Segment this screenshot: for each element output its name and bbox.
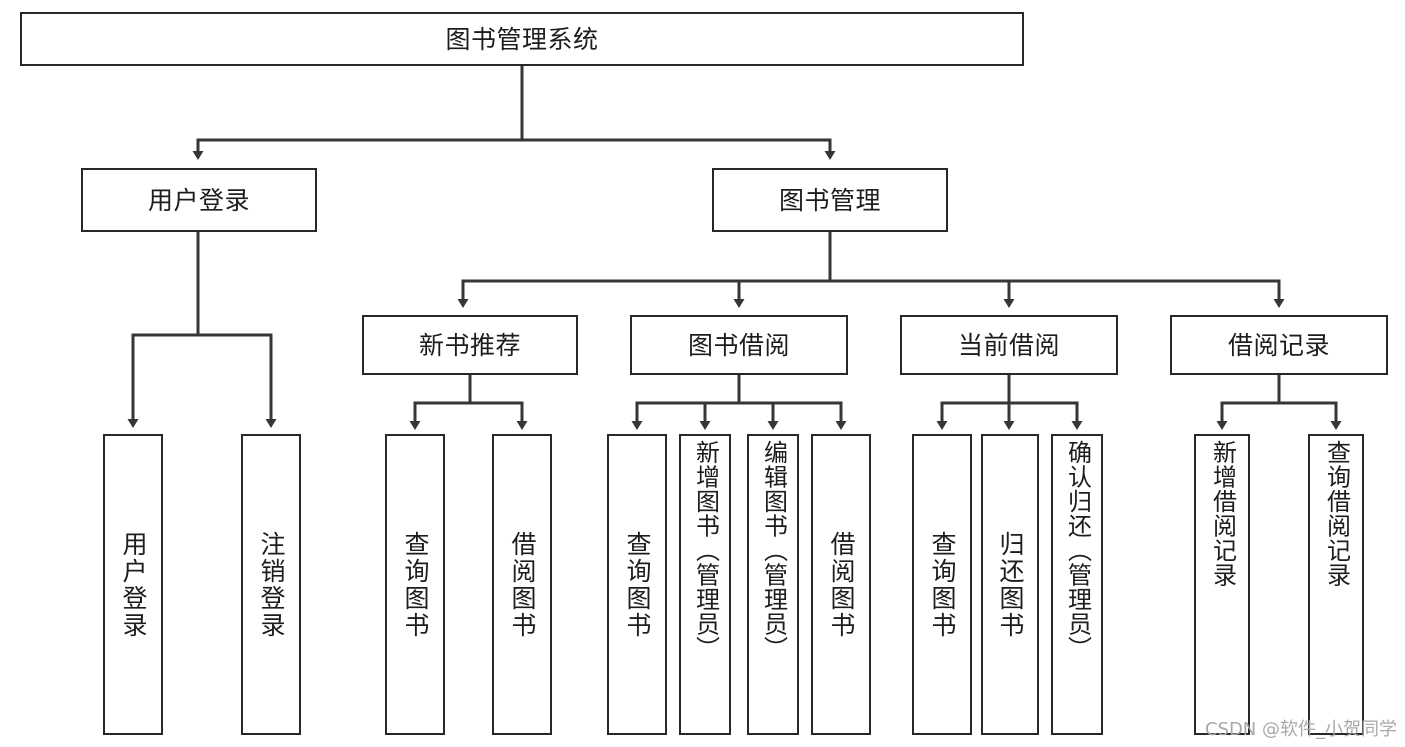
- node-new-book-recommend[interactable]: 新书推荐: [362, 315, 578, 375]
- node-leaf-query-book-2[interactable]: 查询图书: [607, 434, 667, 735]
- node-current-borrow[interactable]: 当前借阅: [900, 315, 1118, 375]
- node-leaf-borrow-book-1[interactable]: 借阅图书: [492, 434, 552, 735]
- node-leaf-query-record[interactable]: 查询借阅记录: [1308, 434, 1364, 735]
- node-leaf-edit-book[interactable]: 编辑图书（管理员）: [747, 434, 799, 735]
- node-leaf-return-book[interactable]: 归还图书: [981, 434, 1039, 735]
- csdn-watermark: CSDN @软件_小贺同学: [1204, 719, 1397, 740]
- node-leaf-edit-book-label: 编辑图书（管理员）: [759, 440, 788, 661]
- node-leaf-borrow-book-1-label: 借阅图书: [508, 530, 537, 639]
- node-leaf-add-record[interactable]: 新增借阅记录: [1194, 434, 1250, 735]
- node-leaf-borrow-book-2[interactable]: 借阅图书: [811, 434, 871, 735]
- node-borrow-record-label: 借阅记录: [1227, 330, 1330, 360]
- node-root[interactable]: 图书管理系统: [20, 12, 1024, 66]
- node-leaf-user-login-label: 用户登录: [119, 530, 148, 639]
- node-user-login[interactable]: 用户登录: [81, 168, 317, 232]
- node-root-label: 图书管理系统: [445, 24, 599, 54]
- node-current-borrow-label: 当前借阅: [957, 330, 1060, 360]
- node-leaf-return-book-label: 归还图书: [996, 530, 1025, 639]
- node-leaf-borrow-book-2-label: 借阅图书: [827, 530, 856, 639]
- node-leaf-confirm-return[interactable]: 确认归还（管理员）: [1051, 434, 1103, 735]
- node-leaf-query-book-2-label: 查询图书: [623, 530, 652, 639]
- node-leaf-confirm-return-label: 确认归还（管理员）: [1063, 440, 1092, 661]
- node-leaf-add-record-label: 新增借阅记录: [1208, 440, 1237, 587]
- node-leaf-query-book-3[interactable]: 查询图书: [912, 434, 972, 735]
- node-leaf-logout-login[interactable]: 注销登录: [241, 434, 301, 735]
- node-borrow-record[interactable]: 借阅记录: [1170, 315, 1388, 375]
- node-leaf-logout-login-label: 注销登录: [257, 530, 286, 639]
- node-book-manage[interactable]: 图书管理: [712, 168, 948, 232]
- node-book-manage-label: 图书管理: [778, 185, 881, 215]
- node-leaf-query-book-3-label: 查询图书: [928, 530, 957, 639]
- node-leaf-query-book-1[interactable]: 查询图书: [385, 434, 445, 735]
- node-leaf-add-book[interactable]: 新增图书（管理员）: [679, 434, 731, 735]
- node-leaf-add-book-label: 新增图书（管理员）: [691, 440, 720, 661]
- node-leaf-query-book-1-label: 查询图书: [401, 530, 430, 639]
- node-book-borrow[interactable]: 图书借阅: [630, 315, 848, 375]
- node-leaf-user-login[interactable]: 用户登录: [103, 434, 163, 735]
- node-book-borrow-label: 图书借阅: [687, 330, 790, 360]
- node-user-login-label: 用户登录: [147, 185, 250, 215]
- node-leaf-query-record-label: 查询借阅记录: [1322, 440, 1351, 587]
- node-new-book-recommend-label: 新书推荐: [418, 330, 521, 360]
